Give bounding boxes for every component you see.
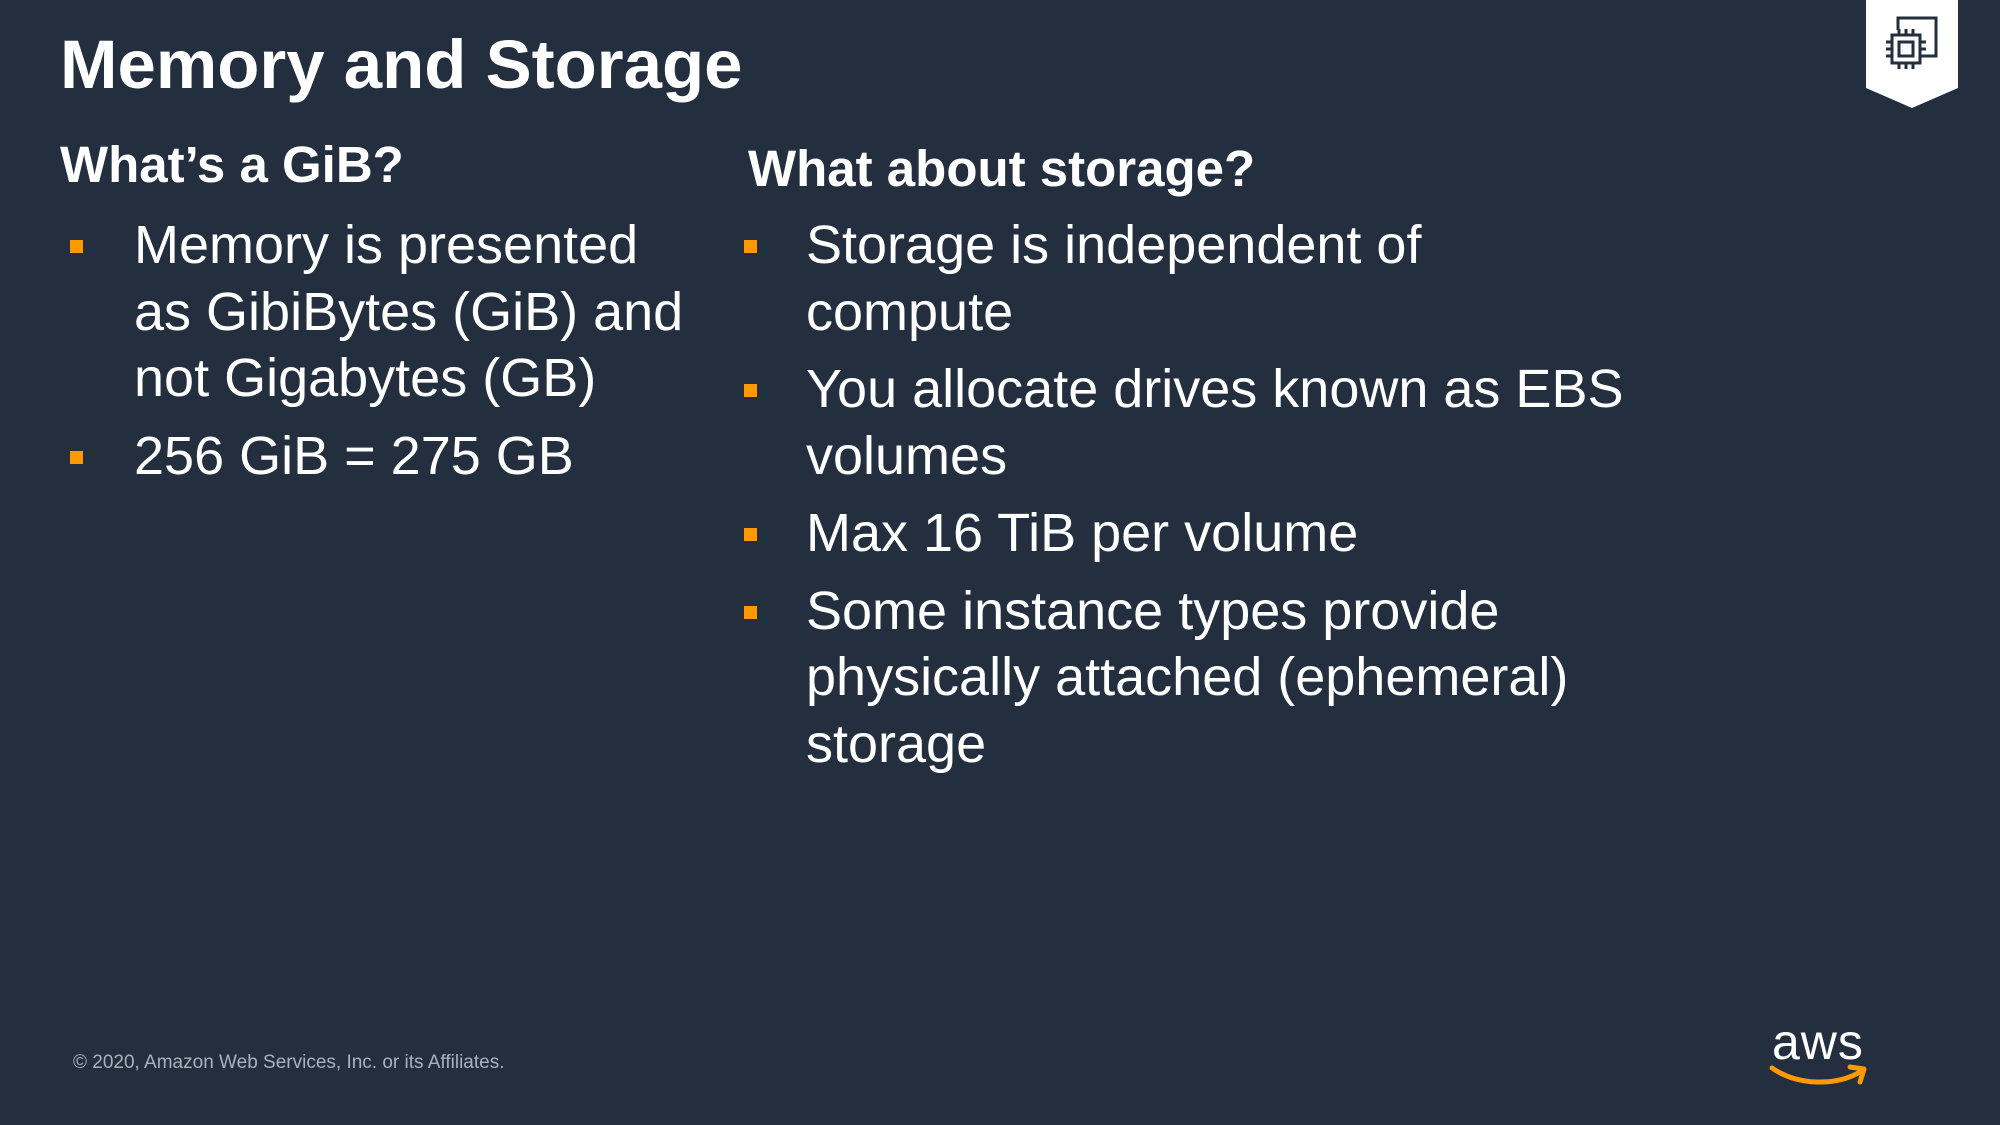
aws-smile-icon: [1769, 1064, 1867, 1085]
compute-chip-icon: [1866, 0, 1958, 108]
bullet-text: 256 GiB = 275 GB: [134, 425, 574, 486]
aws-logo-text: aws: [1772, 1014, 1864, 1070]
bullet-item: Max 16 TiB per volume: [744, 500, 1628, 567]
right-column-heading: What about storage?: [748, 140, 1256, 197]
bullet-square-icon: [744, 605, 757, 619]
bullet-square-icon: [744, 528, 757, 541]
bullet-square-icon: [744, 240, 757, 253]
bullet-text: Memory is presented as GibiBytes (GiB) a…: [134, 215, 684, 408]
bullet-item: 256 GiB = 275 GB: [60, 423, 710, 490]
slide-title: Memory and Storage: [60, 26, 743, 103]
bullet-square-icon: [70, 450, 83, 464]
bullet-square-icon: [744, 384, 757, 397]
right-bullet-list: Storage is independent of compute You al…: [744, 212, 1628, 788]
bullet-text: You allocate drives known as EBS volumes: [806, 359, 1624, 486]
bullet-text: Storage is independent of compute: [806, 215, 1422, 342]
bullet-item: Storage is independent of compute: [744, 212, 1628, 345]
bullet-item: Some instance types provide physically a…: [744, 578, 1628, 778]
left-bullet-list: Memory is presented as GibiBytes (GiB) a…: [60, 212, 710, 500]
aws-logo: aws: [1768, 1014, 1872, 1090]
left-column-heading: What’s a GiB?: [60, 136, 404, 193]
bullet-text: Some instance types provide physically a…: [806, 580, 1569, 774]
bullet-item: You allocate drives known as EBS volumes: [744, 356, 1628, 489]
bullet-item: Memory is presented as GibiBytes (GiB) a…: [60, 212, 710, 412]
bullet-text: Max 16 TiB per volume: [806, 503, 1359, 563]
bullet-square-icon: [70, 240, 83, 253]
footer-copyright: © 2020, Amazon Web Services, Inc. or its…: [73, 1052, 505, 1073]
